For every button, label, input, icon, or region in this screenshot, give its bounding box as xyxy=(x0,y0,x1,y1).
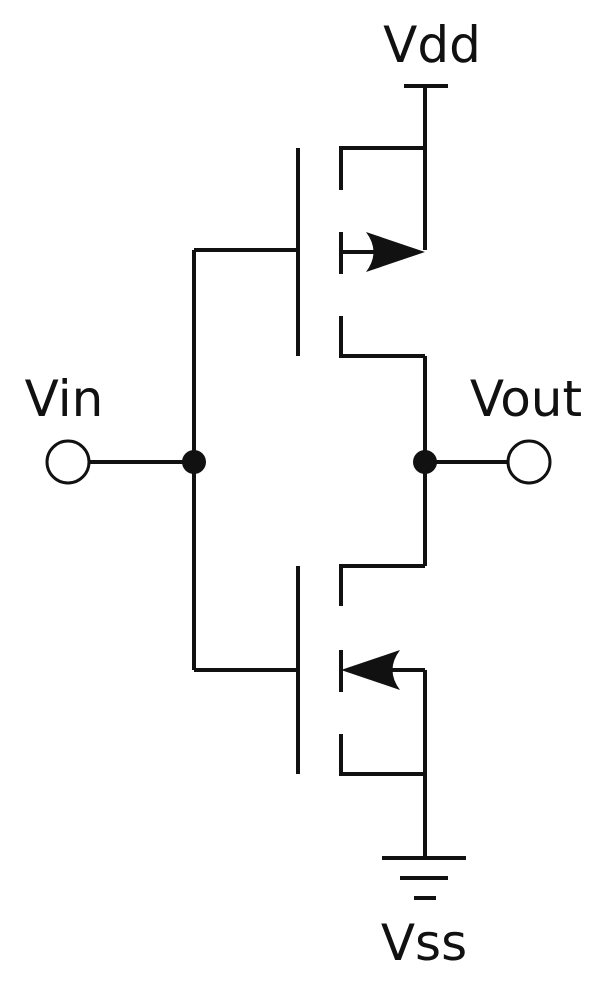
vin-junction-dot xyxy=(182,450,206,474)
vdd-label: Vdd xyxy=(383,16,481,74)
nmos-transistor xyxy=(296,564,425,776)
vin-label: Vin xyxy=(25,370,104,428)
ground-icon xyxy=(382,856,466,900)
pmos-transistor xyxy=(296,146,425,358)
nmos-arrow-icon xyxy=(341,650,400,690)
pmos-arrow-icon xyxy=(366,232,425,272)
vin-terminal-icon xyxy=(45,439,91,485)
vss-label: Vss xyxy=(381,914,467,972)
vout-terminal-icon xyxy=(506,439,552,485)
vout-junction-dot xyxy=(413,450,437,474)
vout-label: Vout xyxy=(470,370,582,428)
